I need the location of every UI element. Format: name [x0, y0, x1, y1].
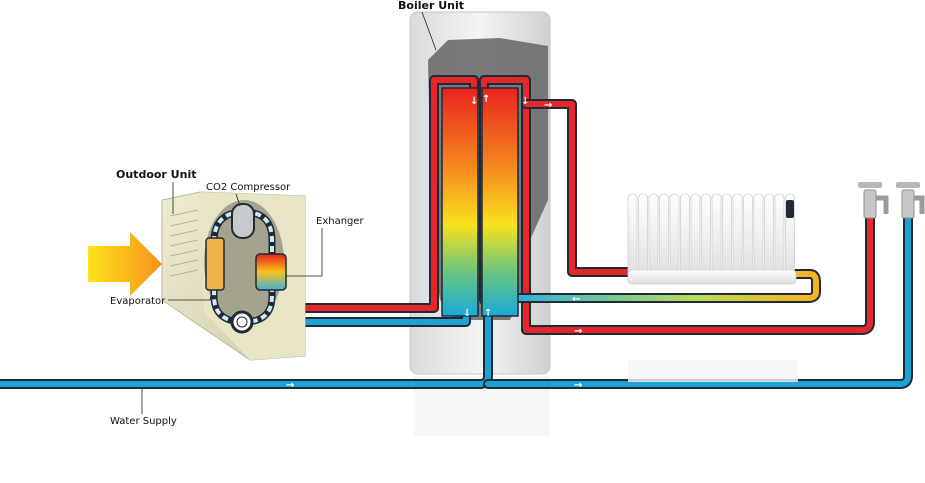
radiator-fin: [753, 193, 764, 279]
radiator-fin: [659, 193, 669, 279]
label-evaporator: Evaporator: [110, 296, 166, 307]
radiator-fin: [638, 193, 648, 279]
flow-arrows: → → → → ← ↓ ↑ ↓ ↓ ↑: [286, 94, 582, 391]
tank-heat-columns: [441, 87, 519, 317]
radiator-fin: [701, 193, 711, 279]
flow-arrow-tank-mid: ↑: [482, 94, 490, 105]
flow-arrow-tank-bottom: ↓: [463, 308, 471, 319]
radiator-fin: [774, 193, 785, 279]
radiator-fin: [722, 193, 732, 279]
flow-arrow-tank-left: ↓: [470, 96, 478, 107]
radiator: [627, 193, 798, 382]
radiator-fin: [743, 193, 753, 279]
radiator-fin: [690, 193, 701, 279]
radiator-fin: [711, 193, 722, 279]
flow-arrow-supply-up: ↑: [484, 308, 492, 319]
flow-arrow-tap-line: →: [574, 326, 582, 337]
radiator-fin: [648, 193, 659, 279]
radiator-fin: [669, 193, 680, 279]
flow-arrow-supply: →: [286, 380, 294, 391]
flow-arrow-supply-right: →: [574, 380, 582, 391]
airflow-arrow: [88, 232, 162, 296]
label-exchanger: Exhanger: [316, 216, 365, 227]
callouts: Boiler Unit Outdoor Unit CO2 Compressor …: [110, 0, 464, 427]
label-outdoor-unit: Outdoor Unit: [116, 168, 196, 181]
label-boiler-unit: Boiler Unit: [398, 0, 464, 12]
hot-tap: [858, 182, 889, 219]
outdoor-unit: [161, 191, 306, 361]
flow-arrow-hot-out: →: [544, 100, 552, 111]
label-water-supply: Water Supply: [110, 416, 177, 427]
radiator-fin: [732, 193, 743, 279]
cold-tap: [896, 182, 925, 219]
flow-arrow-return: ←: [572, 294, 580, 305]
label-co2-compressor: CO2 Compressor: [206, 182, 291, 193]
radiator-fin: [627, 193, 638, 279]
radiator-fin: [764, 193, 774, 279]
flow-arrow-tank-right: ↓: [521, 96, 529, 107]
radiator-fin: [680, 193, 690, 279]
